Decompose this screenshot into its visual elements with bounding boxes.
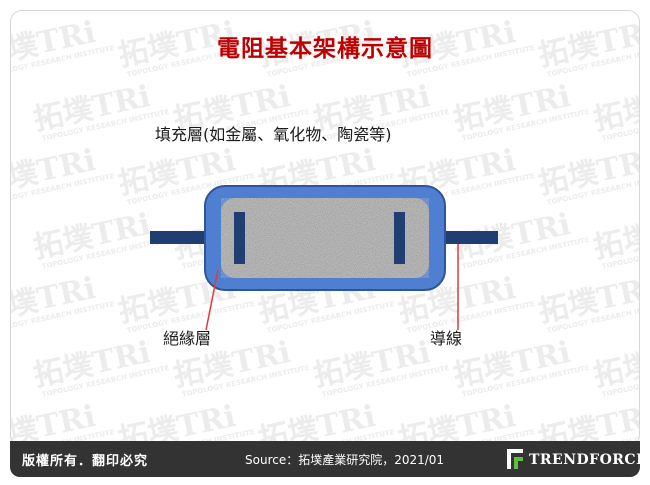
trendforce-logo: TRENDFORCE (505, 445, 647, 473)
label-filler-layer: 填充層(如金屬、氧化物、陶瓷等) (155, 125, 392, 144)
label-insulation-layer: 絕緣層 (163, 329, 212, 348)
label-lead: 導線 (430, 329, 463, 348)
trendforce-mark-icon (507, 449, 523, 469)
copyright-text: 版權所有．翻印必究 (22, 454, 149, 469)
slide-title: 電阻基本架構示意圖 (217, 35, 433, 62)
trendforce-wordmark: TRENDFORCE (529, 452, 648, 468)
filler-texture (221, 198, 429, 278)
end-cap-left (234, 212, 245, 264)
footer-bar: 版權所有．翻印必究 Source：拓墣產業研究院，2021/01 TRENDFO… (10, 441, 647, 477)
source-text: Source：拓墣產業研究院，2021/01 (245, 453, 445, 467)
insulation-pointer (205, 269, 219, 331)
end-cap-right (394, 212, 405, 264)
